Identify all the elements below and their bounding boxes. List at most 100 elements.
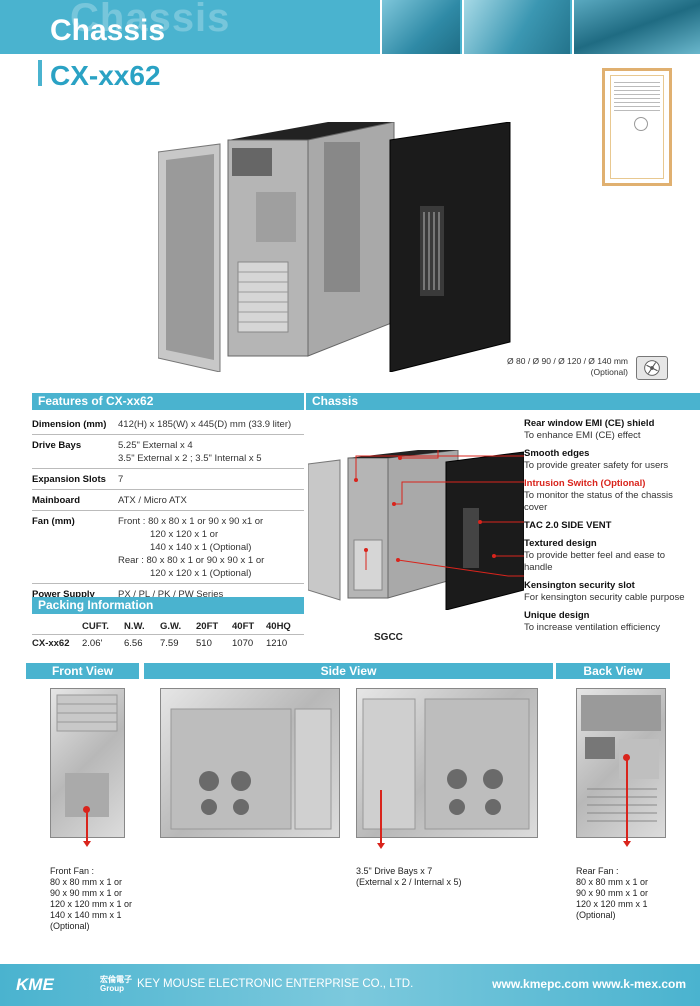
feature-label: Expansion Slots <box>32 474 106 485</box>
callout-item: TAC 2.0 SIDE VENT <box>524 520 696 532</box>
header-ghost-text: Chassis <box>70 0 231 40</box>
callout-item: Kensington security slot For kensington … <box>524 580 696 604</box>
callout-title: Kensington security slot <box>524 580 635 591</box>
header-photo-1 <box>380 0 460 54</box>
feature-value: Rear : 80 x 80 x 1 or 90 x 90 x 1 or <box>118 555 265 566</box>
feature-value: 120 x 120 x 1 or <box>150 529 219 540</box>
packing-header-row: CUFT. N.W. G.W. 20FT 40FT 40HQ <box>32 618 304 635</box>
packing-col-header: 40HQ <box>266 620 291 632</box>
callout-desc: To increase ventilation efficiency <box>524 622 661 633</box>
feature-row: Drive Bays 5.25" External x 4 3.5" Exter… <box>32 435 304 469</box>
kme-logo: KME <box>16 975 54 994</box>
feature-value: ATX / Micro ATX <box>118 495 187 506</box>
side-view-image-right <box>356 688 538 838</box>
header-photo-3 <box>572 0 700 54</box>
packing-col-header: CUFT. <box>82 620 109 632</box>
front-view-caption: Front Fan : 80 x 80 mm x 1 or 90 x 90 mm… <box>50 866 133 931</box>
side-view-image-left <box>160 688 340 838</box>
packing-col-header: N.W. <box>124 620 145 632</box>
kme-logo-group: Group <box>100 984 124 993</box>
feature-value: 140 x 140 x 1 (Optional) <box>150 542 252 553</box>
features-table: Dimension (mm) 412(H) x 185(W) x 445(D) … <box>32 414 304 605</box>
kme-logo-sub: 宏倫電子 Group <box>100 975 132 993</box>
packing-row: CX-xx62 2.06' 6.56 7.59 510 1070 1210 <box>32 635 304 652</box>
callout-desc: To enhance EMI (CE) effect <box>524 430 641 441</box>
packing-cell: CX-xx62 <box>32 638 70 649</box>
website-links[interactable]: www.kmepc.com www.k-mex.com <box>492 977 686 991</box>
packing-cell: 1070 <box>232 638 254 649</box>
feature-row: Mainboard ATX / Micro ATX <box>32 490 304 511</box>
packing-col-header: 20FT <box>196 620 219 632</box>
company-name: KEY MOUSE ELECTRONIC ENTERPRISE CO., LTD… <box>137 978 414 990</box>
feature-value: 3.5" External x 2 ; 3.5" Internal x 5 <box>118 453 262 464</box>
fan-size-line2: (Optional) <box>590 367 628 377</box>
feature-value: PX / PL / PK / PW Series <box>118 589 224 600</box>
feature-value: 5.25" External x 4 <box>118 440 193 451</box>
back-view-heading: Back View <box>556 663 670 679</box>
chassis-product-image <box>158 122 511 372</box>
header-title: Chassis <box>50 14 166 47</box>
packing-cell: 2.06' <box>82 638 103 649</box>
callout-title: TAC 2.0 SIDE VENT <box>524 520 612 531</box>
callout-item: Rear window EMI (CE) shield To enhance E… <box>524 418 696 442</box>
feature-label: Power Supply <box>32 589 95 600</box>
verification-certificate <box>602 68 672 186</box>
callout-item: Intrusion Switch (Optional) To monitor t… <box>524 478 696 514</box>
front-view-heading: Front View <box>26 663 139 679</box>
feature-value: Front : 80 x 80 x 1 or 90 x 90 x1 or <box>118 516 264 527</box>
model-name: CX-xx62 <box>50 60 161 91</box>
model-accent-bar <box>38 60 42 86</box>
side-view-heading: Side View <box>144 663 553 679</box>
rear-fan-dot <box>623 754 630 761</box>
packing-cell: 7.59 <box>160 638 179 649</box>
feature-label: Fan (mm) <box>32 516 75 527</box>
feature-value: 7 <box>118 474 124 485</box>
seal-icon <box>634 117 648 131</box>
callout-title: Textured design <box>524 538 597 549</box>
back-view-image <box>576 688 666 838</box>
callout-item: Textured design To provide better feel a… <box>524 538 696 574</box>
back-view-caption: Rear Fan : 80 x 80 mm x 1 or 90 x 90 mm … <box>576 866 649 920</box>
packing-heading: Packing Information <box>32 597 304 614</box>
footer-bar: KME 宏倫電子 Group KEY MOUSE ELECTRONIC ENTE… <box>0 964 700 1006</box>
feature-label: Drive Bays <box>32 440 82 451</box>
callout-desc: To monitor the status of the chassis cov… <box>524 490 673 513</box>
front-fan-dot <box>83 806 90 813</box>
packing-col-header: 40FT <box>232 620 255 632</box>
packing-table: CUFT. N.W. G.W. 20FT 40FT 40HQ CX-xx62 2… <box>32 618 304 652</box>
features-heading: Features of CX-xx62 <box>32 393 304 410</box>
feature-label: Mainboard <box>32 495 81 506</box>
front-view-image <box>50 688 125 838</box>
fan-icon <box>636 356 668 380</box>
callout-title: Rear window EMI (CE) shield <box>524 418 655 429</box>
callout-desc: To provide greater safety for users <box>524 460 669 471</box>
front-fan-arrow <box>83 810 91 847</box>
callout-item: Unique design To increase ventilation ef… <box>524 610 696 634</box>
chassis-callout-image <box>308 450 524 610</box>
material-label: SGCC <box>374 632 403 643</box>
callout-desc: For kensington security cable purpose <box>524 592 685 603</box>
header-photo-2 <box>462 0 570 54</box>
side-view-caption: 3.5" Drive Bays x 7 (External x 2 / Inte… <box>356 866 462 887</box>
header-banner: Chassis Chassis <box>0 0 700 54</box>
chassis-callouts: Rear window EMI (CE) shield To enhance E… <box>524 418 696 640</box>
feature-label: Dimension (mm) <box>32 419 107 430</box>
packing-cell: 1210 <box>266 638 288 649</box>
callout-item: Smooth edges To provide greater safety f… <box>524 448 696 472</box>
feature-value: 412(H) x 185(W) x 445(D) mm (33.9 liter) <box>118 419 292 430</box>
fan-size-note: Ø 80 / Ø 90 / Ø 120 / Ø 140 mm (Optional… <box>500 356 628 378</box>
callout-title: Intrusion Switch (Optional) <box>524 478 646 489</box>
drive-bays-arrow <box>377 790 385 849</box>
packing-col-header: G.W. <box>160 620 182 632</box>
callout-desc: To provide better feel and ease to handl… <box>524 550 666 573</box>
feature-row: Fan (mm) Front : 80 x 80 x 1 or 90 x 90 … <box>32 511 304 584</box>
kme-logo-chinese: 宏倫電子 <box>100 975 132 984</box>
rear-fan-arrow <box>623 758 631 847</box>
packing-cell: 6.56 <box>124 638 143 649</box>
feature-row: Dimension (mm) 412(H) x 185(W) x 445(D) … <box>32 414 304 435</box>
feature-row: Expansion Slots 7 <box>32 469 304 490</box>
packing-cell: 510 <box>196 638 212 649</box>
callout-title: Unique design <box>524 610 590 621</box>
fan-size-line1: Ø 80 / Ø 90 / Ø 120 / Ø 140 mm <box>507 356 628 366</box>
feature-value: 120 x 120 x 1 (Optional) <box>150 568 252 579</box>
